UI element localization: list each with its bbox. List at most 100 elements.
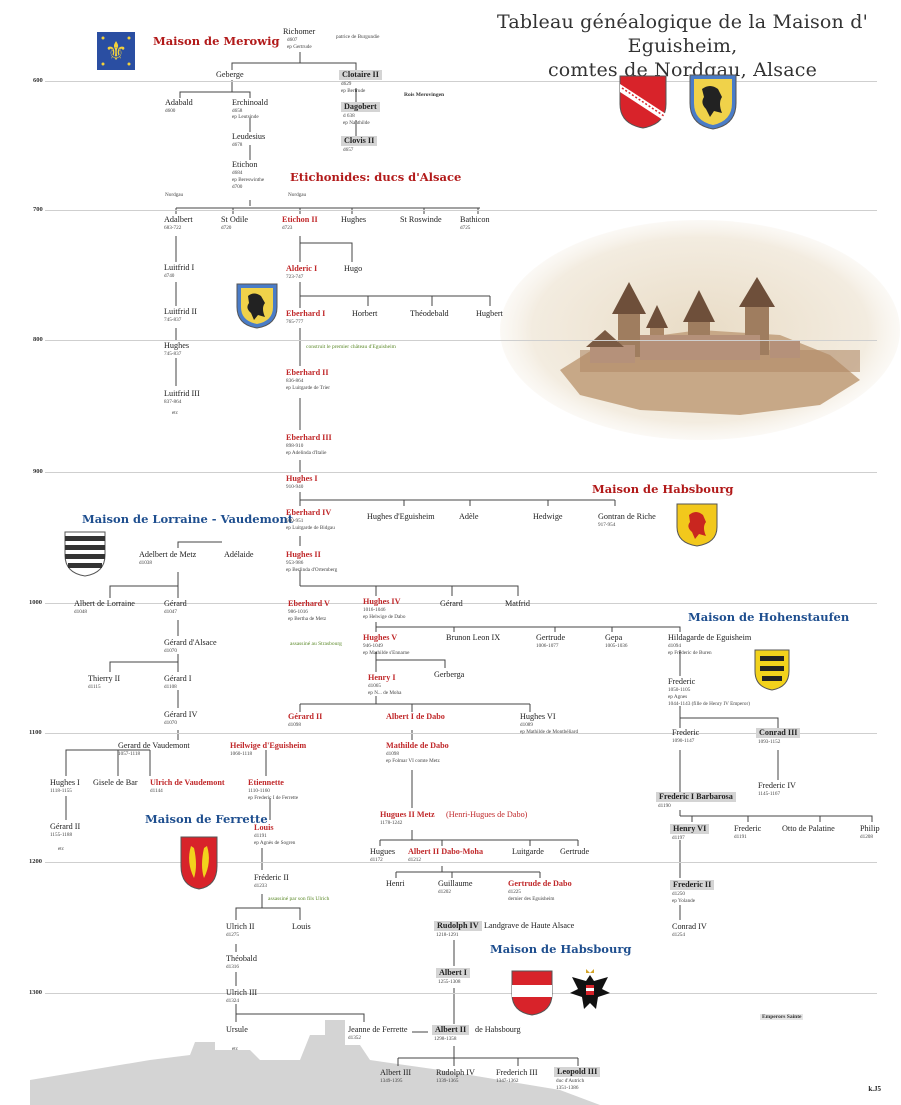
person-date: d1070 bbox=[164, 648, 177, 654]
person-date: 723-747 bbox=[286, 274, 304, 280]
person-frederic-ii: Fréderic II bbox=[254, 873, 289, 882]
person-date: 917-954 bbox=[598, 522, 616, 528]
person-date: d1098 bbox=[386, 751, 399, 757]
person-title: de Habsbourg bbox=[475, 1025, 521, 1034]
person-louis: Louis bbox=[254, 823, 274, 832]
person-date: d1250 bbox=[672, 891, 685, 897]
year-label: 1300 bbox=[29, 989, 42, 996]
person-mathilde-de-dabo: Mathilde de Dabo bbox=[386, 741, 449, 750]
person-spouse: ep Folmar VI comte Metz bbox=[386, 758, 440, 764]
person-date: d1202 bbox=[438, 889, 451, 895]
lorraine-vaudemont-shield-icon bbox=[64, 531, 106, 577]
person-date: d1144 bbox=[150, 788, 163, 794]
person-date: 1145-1167 bbox=[758, 791, 781, 797]
person-eberhard-iv: Eberhard IV bbox=[286, 508, 332, 517]
person-clotaire-ii: Clotaire II bbox=[339, 70, 382, 80]
person-adalbert: Adalbert bbox=[164, 215, 193, 224]
person-date: 1057-1118 bbox=[118, 751, 141, 757]
person-hughes-ii: Hughes II bbox=[286, 550, 321, 559]
year-label: 1100 bbox=[29, 729, 42, 736]
person-date: 1050-1105 bbox=[668, 687, 691, 693]
person-eberhard-iii: Eberhard III bbox=[286, 433, 332, 442]
person-etichon-ii: Etichon II bbox=[282, 215, 318, 224]
person-gerard-i: Gérard I bbox=[164, 674, 192, 683]
person-gerard-ii: Gérard II bbox=[50, 822, 81, 831]
person-albert-i: Albert I bbox=[436, 968, 470, 978]
person-jeanne-de-ferrette: Jeanne de Ferrette bbox=[348, 1025, 408, 1034]
year-line-1300 bbox=[45, 993, 877, 994]
year-label: 1000 bbox=[29, 599, 42, 606]
person-date: d1172 bbox=[370, 857, 383, 863]
person-theodebald: Théodebald bbox=[410, 309, 449, 318]
person-philip: Philip bbox=[860, 824, 880, 833]
person-eberhard-v: Eberhard V bbox=[288, 599, 330, 608]
person-date: 1298-1358 bbox=[434, 1036, 457, 1042]
person-etc: etc bbox=[172, 410, 179, 416]
year-line-800 bbox=[45, 340, 877, 341]
note-ulrich: assassiné par son fils Ulrich bbox=[268, 896, 330, 902]
person-date: d678 bbox=[232, 142, 243, 148]
person-erchinoald: Erchinoald bbox=[232, 98, 268, 107]
person-date: d1316 bbox=[226, 964, 239, 970]
person-albert-i-de-dabo: Albert I de Dabo bbox=[386, 712, 445, 721]
person-spouse: ep Luitgarde de Bidgau bbox=[286, 525, 335, 531]
person-date: 910-940 bbox=[286, 484, 304, 490]
person-date: d600 bbox=[165, 108, 176, 114]
person-gerard-iv: Gérard IV bbox=[164, 710, 198, 719]
house-habsbourg-2: Maison de Habsbourg bbox=[490, 942, 632, 956]
person-date: d1191 bbox=[254, 833, 267, 839]
person-spouse: ep Adelinda d'Italie bbox=[286, 450, 327, 456]
label-rois-merovingen: Rois Merovingen bbox=[404, 92, 445, 98]
person-hugbert: Hugbert bbox=[476, 309, 503, 318]
person-dagobert: Dagobert bbox=[341, 102, 380, 112]
person-date: d1233 bbox=[254, 883, 267, 889]
person-spouse: ep Bertrude bbox=[341, 88, 366, 94]
person-henry-i: Henry I bbox=[368, 673, 396, 682]
person-hedwige: Hedwige bbox=[533, 512, 563, 521]
person-otto-de-palatine: Otto de Palatine bbox=[782, 824, 835, 833]
person-date: d1190 bbox=[658, 803, 671, 809]
year-line-1000 bbox=[45, 603, 877, 604]
person-gertrude-de-dabo: Gertrude de Dabo bbox=[508, 879, 572, 888]
person-conrad-iv: Conrad IV bbox=[672, 922, 707, 931]
person-date: d700 bbox=[232, 184, 243, 190]
year-label: 800 bbox=[33, 336, 43, 343]
person-st-odile: St Odile bbox=[221, 215, 249, 224]
person-gerard-ii: Gérard II bbox=[288, 712, 323, 721]
person-albert-ii: Albert II bbox=[432, 1025, 470, 1035]
year-line-700 bbox=[45, 210, 877, 211]
person-date: 745-837 bbox=[164, 351, 182, 357]
person-st-roswinde: St Roswinde bbox=[400, 215, 442, 224]
house-hohenstaufen: Maison de Hohenstaufen bbox=[688, 610, 850, 624]
person-date: 1110-1160 bbox=[248, 788, 270, 794]
mountain-silhouette bbox=[30, 1020, 600, 1105]
person-date: 1155-1188 bbox=[50, 832, 73, 838]
person-date: d1047 bbox=[164, 609, 177, 615]
person-date: 953-986 bbox=[286, 560, 304, 566]
person-date: d657 bbox=[343, 147, 354, 153]
person-frederic: Frederic bbox=[734, 824, 762, 833]
person-adelaide: Adélaide bbox=[224, 550, 254, 559]
person-spouse: ep Gertrude bbox=[287, 44, 312, 50]
person-spouse: ep Luitgarde de Trier bbox=[286, 385, 330, 391]
person-gertrude: Gertrude bbox=[536, 633, 566, 642]
person-hughes-v: Hughes V bbox=[363, 633, 398, 642]
person-date: d1065 bbox=[368, 683, 381, 689]
person-guillaume: Guillaume bbox=[438, 879, 473, 888]
person-date: d658 bbox=[232, 108, 243, 114]
person-rudolph-iv: Rudolph IV bbox=[434, 921, 482, 931]
note-strasbourg: assassiné au Strasbourg bbox=[290, 641, 342, 647]
person-gerard: Gérard bbox=[440, 599, 463, 608]
person-etc: etc bbox=[58, 846, 65, 852]
person-spouse: ep Yolande bbox=[672, 898, 696, 904]
person-spouse: 1044-1143 (fille de Henry IV Emperor) bbox=[668, 701, 750, 707]
person-date: 1351-1386 bbox=[556, 1085, 579, 1091]
person-note: dernier des Eguisheim bbox=[508, 896, 555, 902]
person-richomer: Richomer bbox=[283, 27, 316, 36]
hohenstaufen-lions-shield-icon bbox=[754, 649, 790, 691]
person-etc: etc bbox=[232, 1046, 239, 1052]
person-eberhard-ii: Eberhard II bbox=[286, 368, 329, 377]
person-spouse: ep Mathilde de Montbéliard bbox=[520, 729, 579, 735]
person-spouse: ep Frederic de Buren bbox=[668, 650, 712, 656]
person-gerard: Gérard bbox=[164, 599, 187, 608]
